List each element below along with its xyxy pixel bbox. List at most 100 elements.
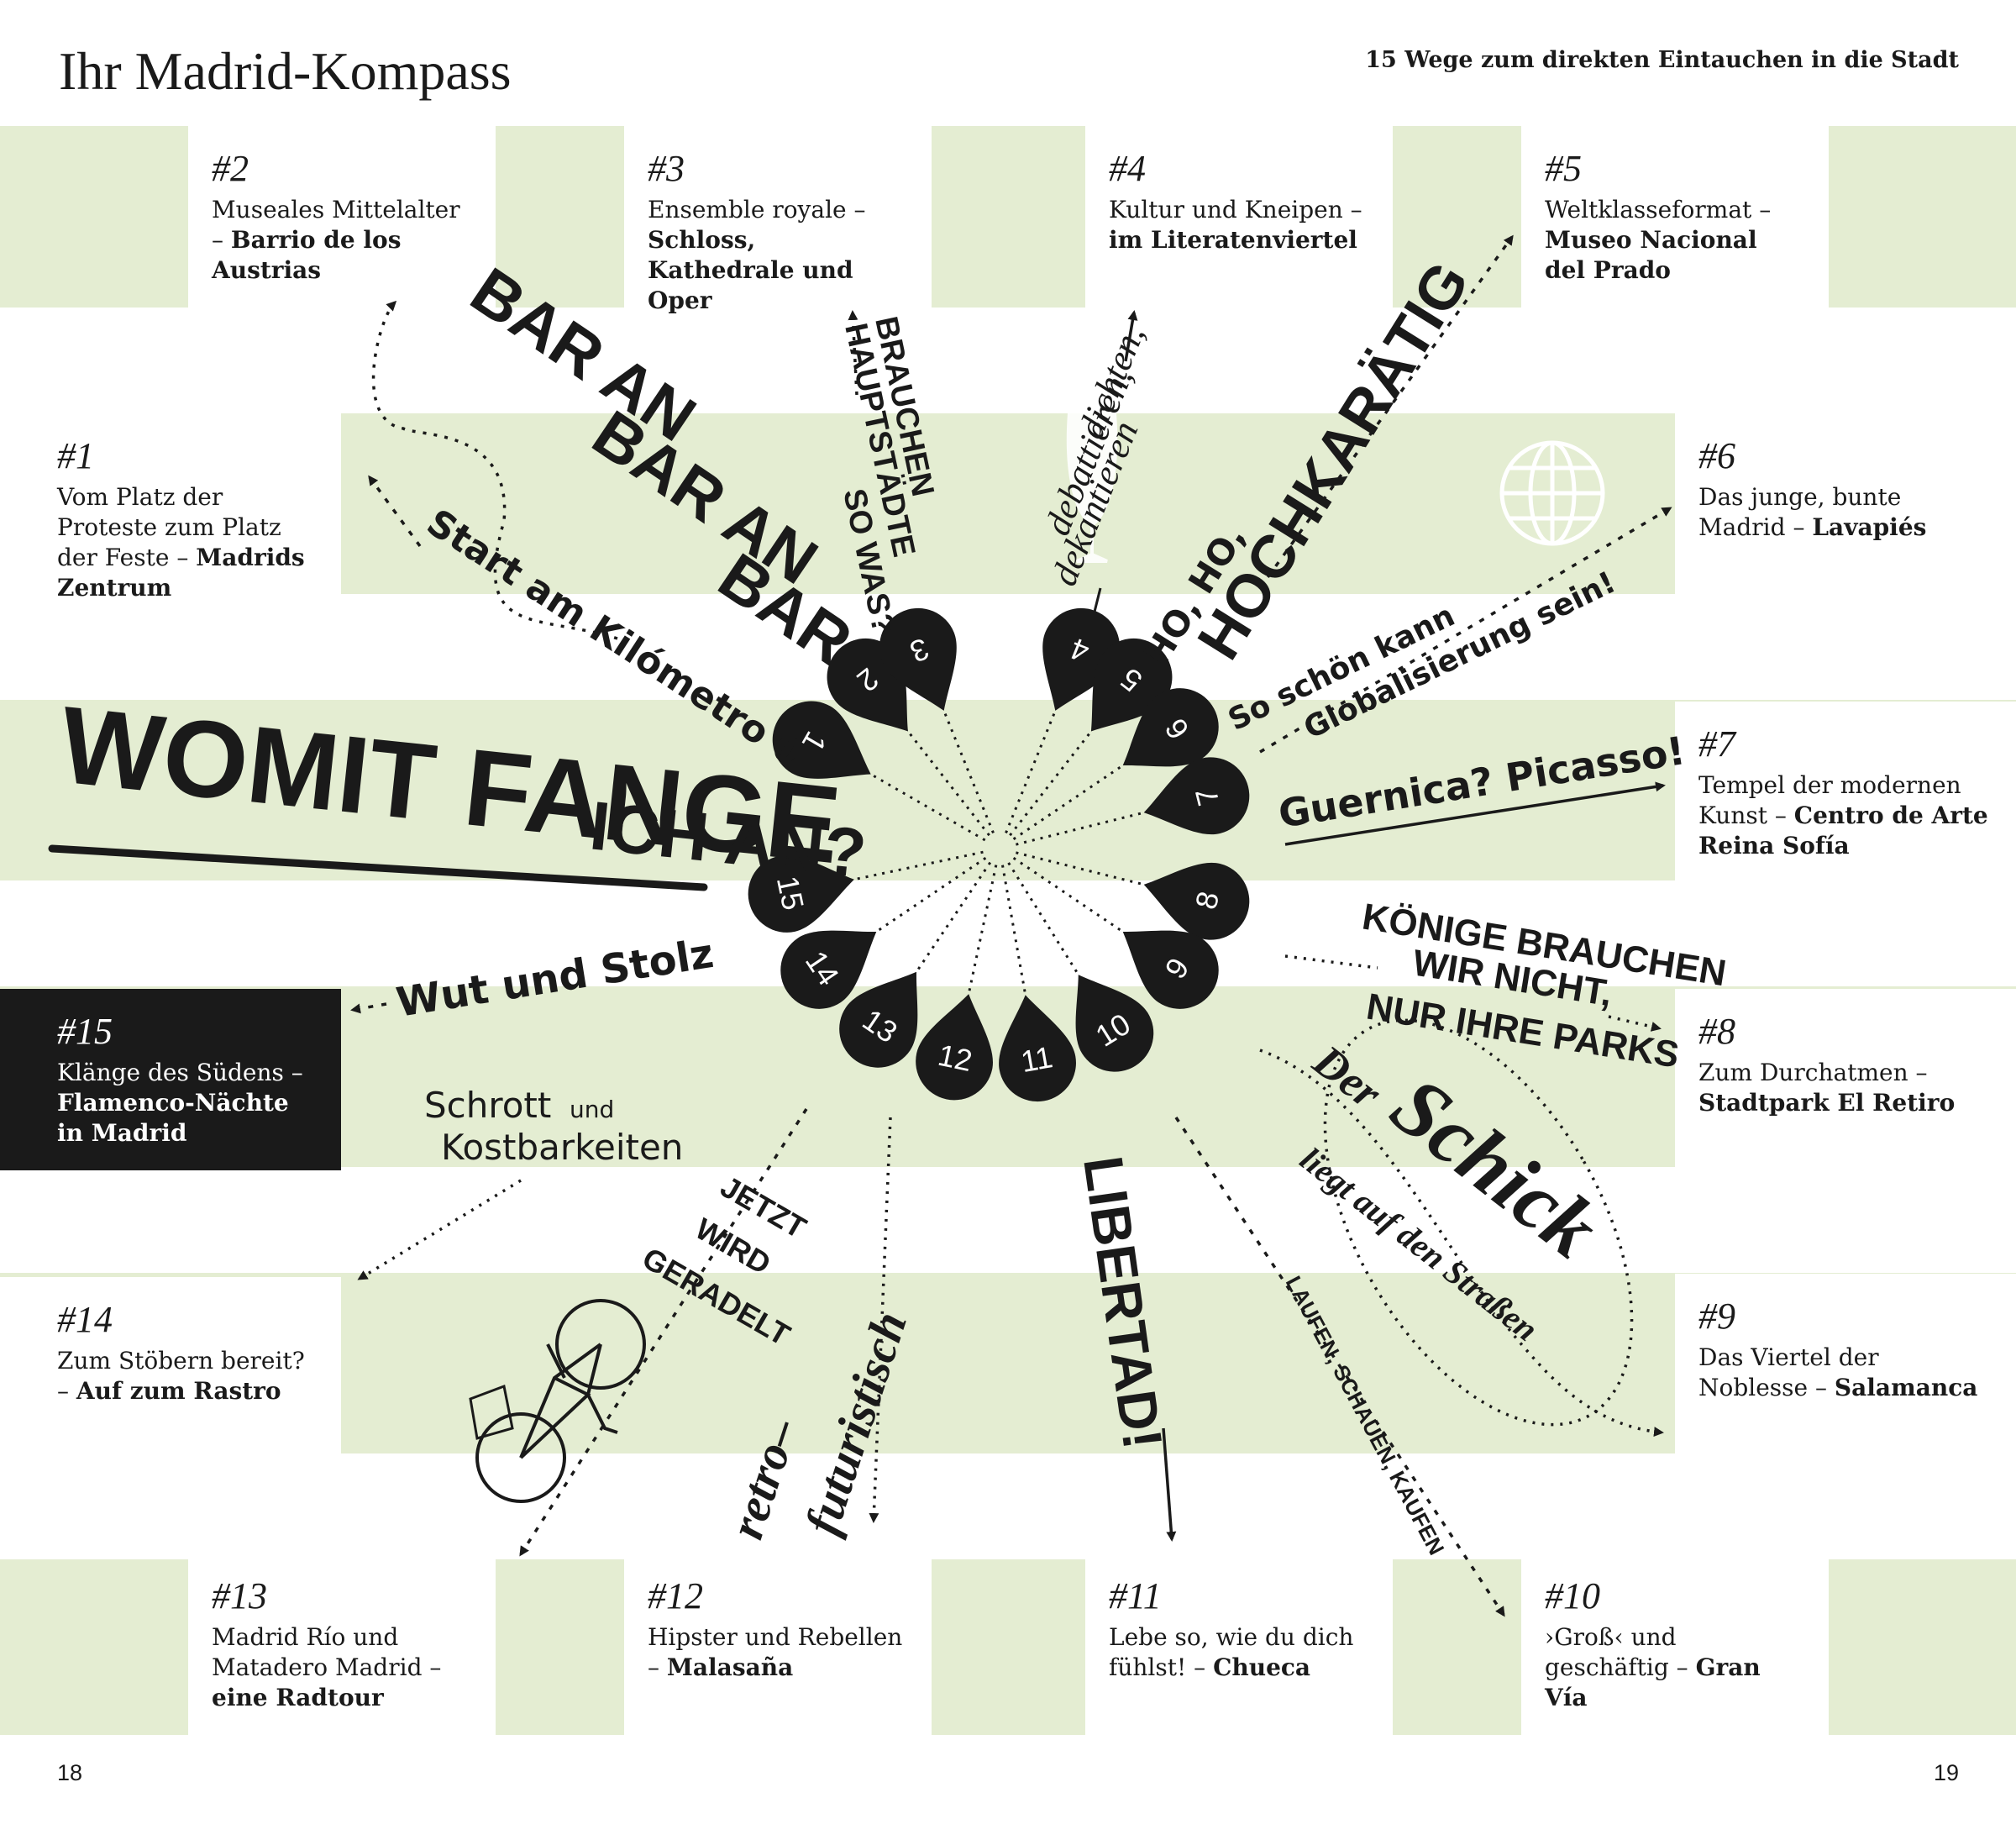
headline-underline — [48, 844, 708, 891]
entry-text: Das junge, bunte Madrid – — [1698, 483, 1902, 541]
pin-9[interactable]: 9 — [1101, 900, 1234, 1024]
pin-12[interactable]: 12 — [909, 986, 1007, 1107]
pin-15[interactable]: 15 — [741, 842, 862, 940]
entry-10[interactable]: #10 ›Groß‹ und geschäftig – Gran Vía — [1521, 1553, 1829, 1735]
schick-outline — [1323, 1018, 1634, 1427]
entry-place: Madrids Zentrum — [57, 544, 305, 602]
slogan-guernica: Guernica? Picasso! — [1275, 728, 1688, 837]
pin-marker-icon — [999, 995, 1076, 1101]
slogan-libertad: LIBERTAD! — [1072, 1153, 1174, 1453]
pin-8[interactable]: 8 — [1135, 847, 1257, 948]
page-subtitle: 15 Wege zum direkten Eintauchen in die S… — [1365, 47, 1959, 73]
compass-ray — [963, 865, 998, 1010]
pin-6[interactable]: 6 — [1101, 673, 1234, 797]
entry-place: Schloss, Kathedrale und Oper — [648, 226, 853, 314]
entry-number: #14 — [57, 1299, 113, 1340]
page-title: Ihr Madrid-Kompass — [59, 41, 512, 101]
arrow-to-11 — [1162, 1427, 1177, 1542]
entry-text: Zum Stöbern bereit? – — [57, 1347, 305, 1405]
stripe — [0, 880, 2016, 986]
entry-text: Lebe so, wie du dich fühlst! – — [1109, 1623, 1354, 1681]
entry-number: #6 — [1698, 435, 1735, 476]
compass-board — [0, 126, 2016, 1735]
entry-text: Zum Durchatmen – — [1698, 1059, 1928, 1086]
compass-ray — [1007, 862, 1088, 989]
entry-number: #4 — [1109, 148, 1146, 189]
entry-number: #5 — [1545, 148, 1582, 189]
route-arrows — [350, 234, 1672, 1617]
pin-7[interactable]: 7 — [1135, 749, 1257, 850]
slogan-retro-1: retro– — [719, 1412, 809, 1545]
bicycle-icon — [469, 1299, 646, 1503]
stripe — [0, 308, 2016, 413]
slogan-wut: Wut und Stolz — [393, 930, 717, 1027]
pin-marker-icon — [916, 994, 993, 1101]
pin-marker-icon — [1042, 607, 1121, 711]
pin-11[interactable]: 11 — [987, 988, 1082, 1107]
stripe — [0, 1453, 2016, 1559]
entry-place: Chueca — [1213, 1653, 1311, 1681]
pin-14[interactable]: 14 — [765, 900, 898, 1024]
entry-text: Weltklasseformat – — [1545, 196, 1772, 223]
slogan-laufen: LAUFEN, SCHAUEN, KAUFEN — [1281, 1272, 1450, 1559]
slogan-bar-1: BAR AN — [458, 253, 708, 455]
globe-icon — [1499, 440, 1605, 546]
entry-number: #3 — [648, 148, 685, 189]
pin-marker-icon — [780, 930, 877, 1009]
slogan-retro-2: futuristisch — [795, 1305, 917, 1541]
slogan-schick-1: Der — [1304, 1035, 1392, 1119]
pin-4[interactable]: 4 — [1020, 597, 1131, 725]
pin-marker-icon — [1143, 862, 1250, 940]
pin-3[interactable]: 3 — [868, 597, 979, 725]
page-number-left: 18 — [57, 1760, 83, 1785]
entry-text: ›Groß‹ und geschäftig – — [1545, 1623, 1696, 1681]
pin-marker-icon — [1122, 930, 1219, 1009]
compass-ray — [1000, 865, 1030, 1011]
entry-number: #10 — [1545, 1575, 1600, 1616]
pin-10[interactable]: 10 — [1046, 954, 1168, 1086]
arrow-to-4 — [1124, 310, 1138, 362]
compass-ray — [897, 718, 990, 837]
entry-number: #1 — [57, 435, 94, 476]
slogan-bar-2: BAR AN — [580, 396, 830, 598]
pin-marker-icon — [1143, 757, 1250, 835]
pin-marker-icon — [879, 607, 957, 711]
arrow-to-14 — [357, 1179, 522, 1280]
arrow-to-7 — [1284, 781, 1666, 846]
stripe — [0, 1167, 2016, 1273]
pin-number: 15 — [770, 873, 811, 913]
entry-place: Gran Vía — [1545, 1653, 1761, 1711]
pin-number: 11 — [1018, 1039, 1055, 1079]
entry-text: Museales Mittelalter – — [212, 196, 460, 254]
pin-marker-icon — [772, 701, 871, 779]
entry-number: #15 — [57, 1011, 113, 1052]
arrow-to-1 — [368, 475, 422, 548]
entry-number: #12 — [648, 1575, 703, 1616]
arrow-to-2 — [371, 300, 618, 640]
compass-ray — [857, 765, 986, 842]
compass-ray — [906, 861, 992, 986]
pin-number: 12 — [935, 1038, 975, 1078]
pin-marker-icon — [839, 971, 918, 1068]
dichten-line — [1086, 587, 1102, 639]
pin-1[interactable]: 1 — [759, 687, 890, 808]
arrow-to-5 — [1258, 234, 1514, 590]
pin-13[interactable]: 13 — [824, 950, 948, 1083]
compass-ray — [1016, 851, 1159, 890]
entry-place: im Literatenviertel — [1109, 226, 1357, 254]
